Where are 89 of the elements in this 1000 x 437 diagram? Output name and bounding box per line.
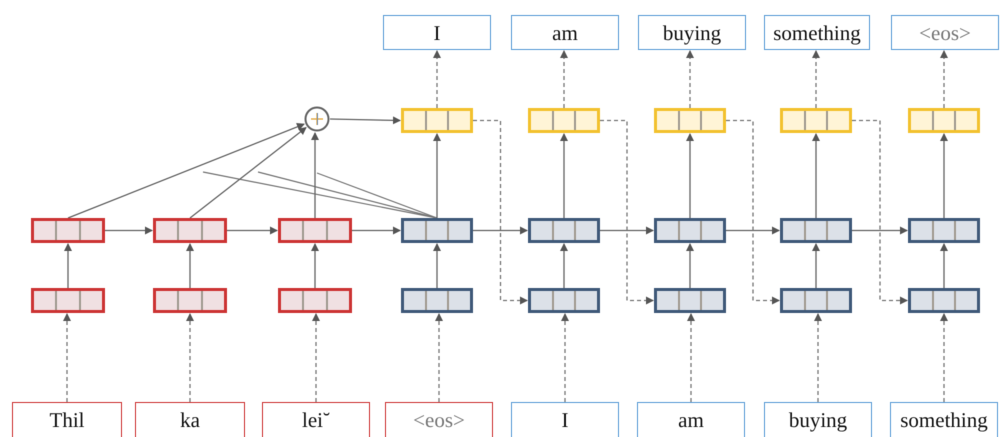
sum-circle bbox=[304, 106, 330, 132]
word-box bbox=[511, 402, 619, 437]
arrow bbox=[433, 133, 441, 218]
vector-box bbox=[153, 218, 227, 243]
arrow bbox=[190, 127, 307, 219]
word-text: ka bbox=[180, 407, 200, 433]
word-box bbox=[385, 402, 493, 437]
arrow bbox=[600, 226, 654, 234]
word-box bbox=[764, 15, 870, 50]
dashed-arrow bbox=[473, 120, 528, 304]
arrow bbox=[352, 226, 401, 234]
dashed-arrow bbox=[600, 120, 654, 304]
vector-box bbox=[401, 288, 473, 313]
arrow bbox=[433, 243, 441, 288]
arrow bbox=[812, 243, 820, 288]
word-text: buying bbox=[662, 20, 722, 46]
word-text: I bbox=[434, 20, 440, 46]
word-box bbox=[890, 402, 998, 437]
word-text: <eos> bbox=[413, 407, 465, 433]
arrow bbox=[852, 226, 908, 234]
dashed-arrow bbox=[940, 313, 948, 402]
arrow bbox=[105, 226, 153, 234]
arrow bbox=[68, 123, 305, 219]
arrow bbox=[560, 243, 568, 288]
dashed-arrow bbox=[312, 313, 320, 402]
word-box bbox=[12, 402, 122, 437]
word-box bbox=[511, 15, 619, 50]
dashed-arrow bbox=[940, 50, 948, 108]
dashed-arrow bbox=[186, 313, 194, 402]
arrow bbox=[940, 243, 948, 288]
word-text: Thil bbox=[50, 407, 84, 433]
word-box bbox=[764, 402, 872, 437]
vector-box bbox=[908, 288, 980, 313]
vector-box bbox=[908, 218, 980, 243]
dashed-arrow bbox=[561, 313, 569, 402]
vector-box bbox=[654, 218, 726, 243]
arrow bbox=[726, 226, 780, 234]
word-text: something bbox=[773, 20, 861, 46]
vector-box bbox=[528, 108, 600, 133]
dashed-arrow bbox=[63, 313, 71, 402]
dashed-arrow bbox=[687, 313, 695, 402]
word-text: something bbox=[900, 407, 988, 433]
vector-box bbox=[153, 288, 227, 313]
vector-box bbox=[401, 108, 473, 133]
dashed-arrow bbox=[686, 50, 694, 108]
arrow bbox=[186, 243, 194, 288]
arrow bbox=[812, 133, 820, 218]
arrow bbox=[686, 243, 694, 288]
dashed-arrow bbox=[814, 313, 822, 402]
dashed-arrow bbox=[435, 313, 443, 402]
arrow bbox=[940, 133, 948, 218]
arrow bbox=[473, 226, 528, 234]
vector-box bbox=[528, 218, 600, 243]
arrow bbox=[311, 243, 319, 288]
word-box bbox=[135, 402, 245, 437]
arrow bbox=[64, 243, 72, 288]
word-text: am bbox=[552, 20, 578, 46]
arrow bbox=[686, 133, 694, 218]
arrow bbox=[560, 133, 568, 218]
dashed-arrow bbox=[433, 50, 441, 108]
vector-box bbox=[528, 288, 600, 313]
vector-box bbox=[780, 108, 852, 133]
word-text: buying bbox=[788, 407, 848, 433]
dashed-arrow bbox=[560, 50, 568, 108]
dashed-arrow bbox=[726, 120, 780, 304]
vector-box bbox=[278, 288, 352, 313]
vector-box bbox=[31, 288, 105, 313]
word-text: <eos> bbox=[919, 20, 971, 46]
vector-box bbox=[780, 218, 852, 243]
word-text: am bbox=[678, 407, 704, 433]
word-box bbox=[262, 402, 370, 437]
word-box bbox=[383, 15, 491, 50]
word-box bbox=[891, 15, 999, 50]
word-text: lei˘ bbox=[302, 407, 330, 433]
vector-box bbox=[780, 288, 852, 313]
word-text: I bbox=[562, 407, 568, 433]
vector-box bbox=[908, 108, 980, 133]
vector-box bbox=[654, 288, 726, 313]
dashed-arrow bbox=[812, 50, 820, 108]
vector-box bbox=[401, 218, 473, 243]
word-box bbox=[637, 402, 745, 437]
vector-box bbox=[278, 218, 352, 243]
arrow bbox=[311, 132, 319, 218]
vector-box bbox=[654, 108, 726, 133]
vector-box bbox=[31, 218, 105, 243]
dashed-arrow bbox=[852, 120, 908, 304]
arrow bbox=[330, 116, 401, 124]
word-box bbox=[638, 15, 746, 50]
arrow bbox=[227, 226, 278, 234]
